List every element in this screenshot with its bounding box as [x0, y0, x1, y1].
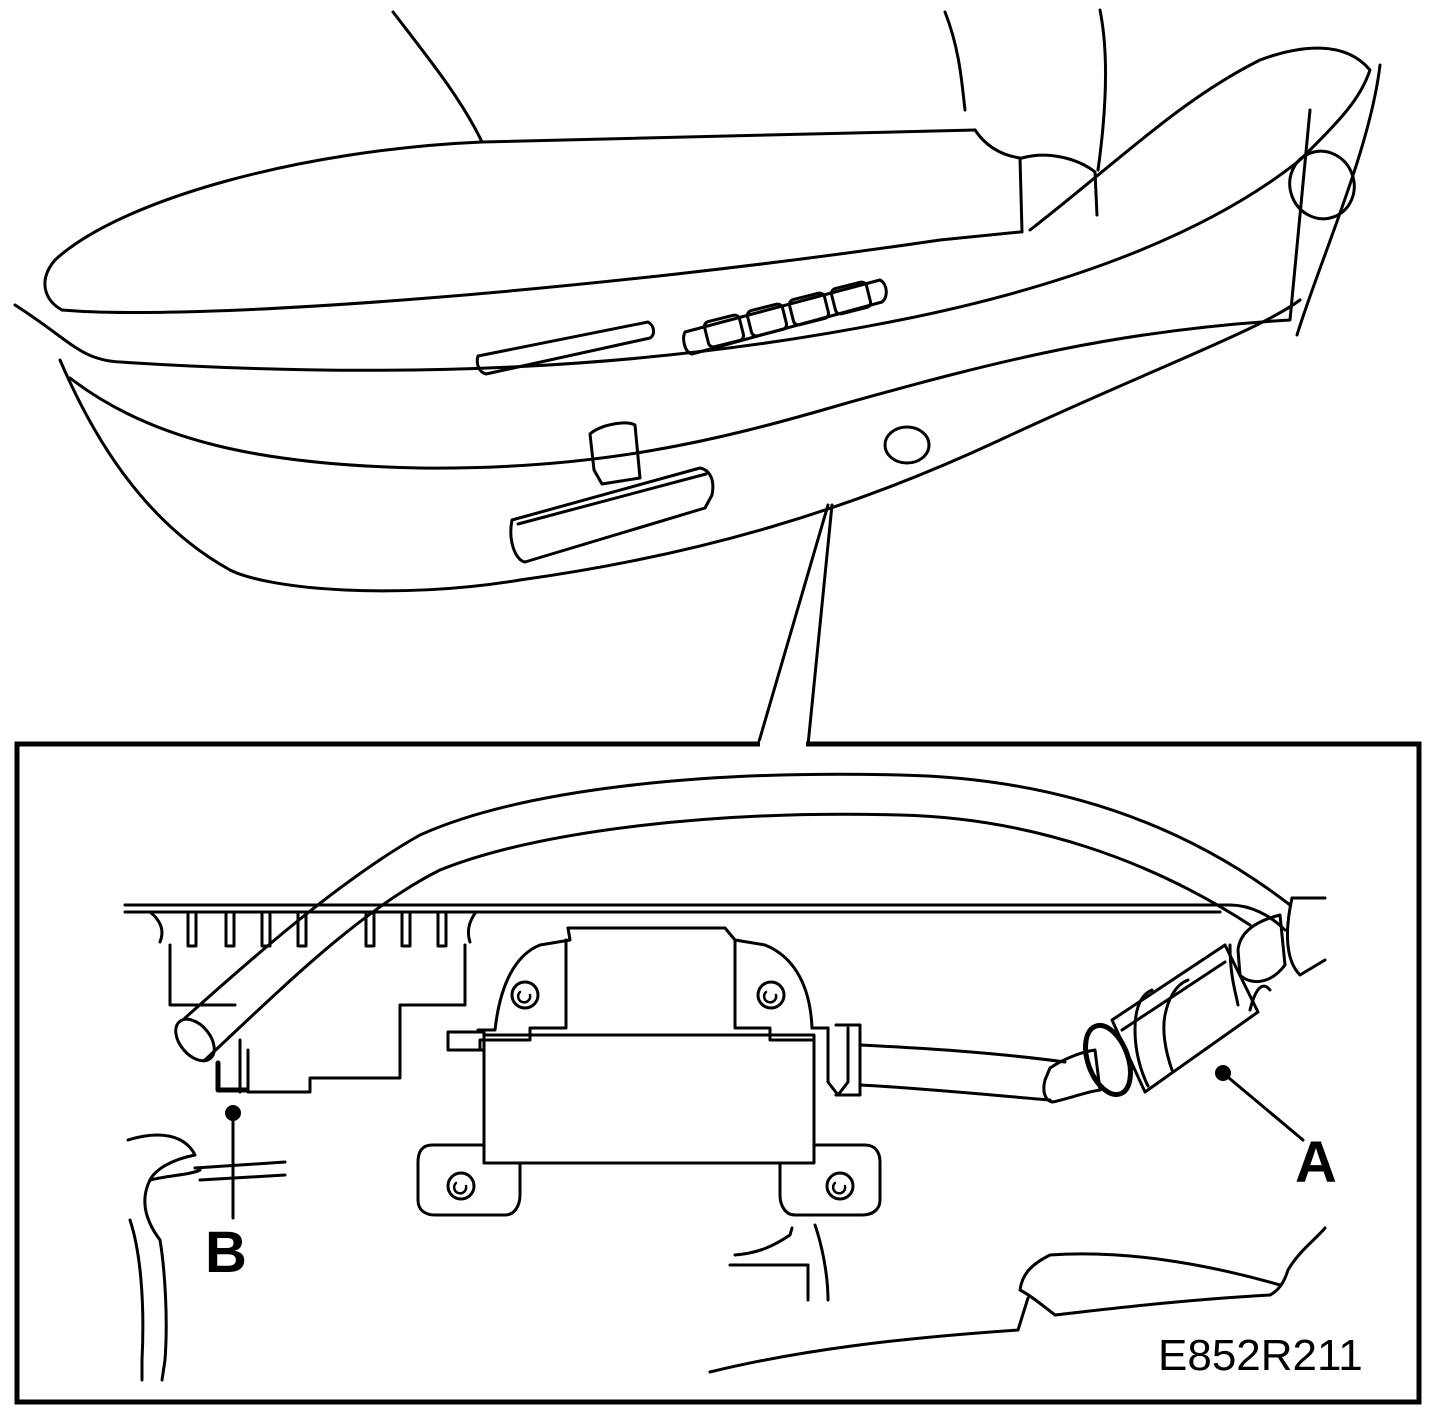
seat-cushion-illustration: [13, 8, 1382, 747]
callout-label-a: A: [1295, 1130, 1337, 1195]
detail-illustration: [123, 772, 1327, 1382]
detail-inset-frame: [14, 741, 1422, 1405]
figure-code: E852R211: [1158, 1331, 1363, 1380]
callout-label-b: B: [205, 1220, 247, 1285]
